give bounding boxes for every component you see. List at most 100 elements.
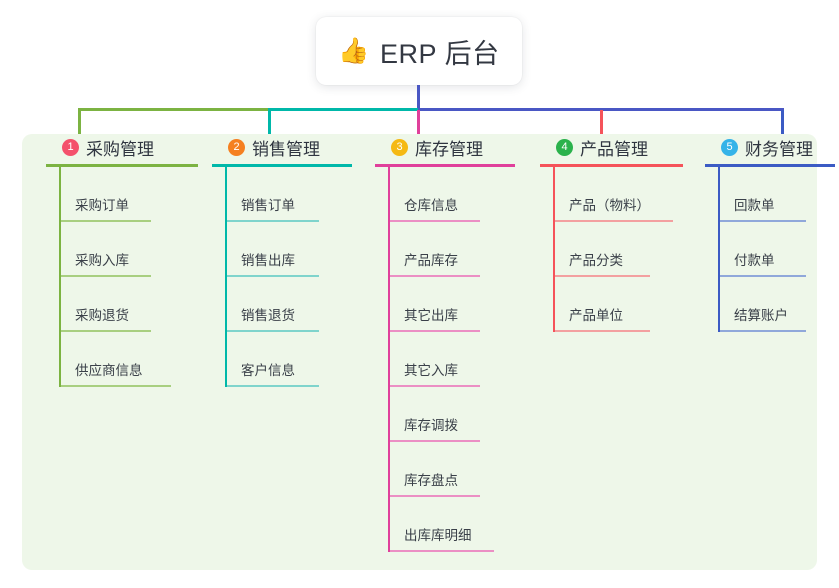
branch-财务管理[interactable]: 5 财务管理回款单付款单结算账户	[705, 134, 835, 332]
branch-item-label: 产品单位	[569, 308, 623, 323]
drop-connector-4	[600, 110, 603, 137]
branch-item[interactable]: 仓库信息	[390, 167, 515, 222]
branch-item[interactable]: 采购订单	[61, 167, 198, 222]
bus-segment-2	[268, 108, 418, 111]
branch-item-underline	[720, 275, 806, 277]
branch-items: 采购订单采购入库采购退货供应商信息	[59, 167, 198, 387]
branch-item-label: 其它入库	[404, 363, 458, 378]
branch-item[interactable]: 库存调拨	[390, 387, 515, 442]
branch-item-label: 采购退货	[75, 308, 129, 323]
drop-connector-1	[78, 110, 81, 137]
branch-item-underline	[390, 550, 494, 552]
branch-item[interactable]: 采购入库	[61, 222, 198, 277]
branch-产品管理[interactable]: 4 产品管理产品（物料） 产品分类产品单位	[540, 134, 683, 332]
branch-item-label: 销售出库	[241, 253, 295, 268]
branch-title: 财务管理	[745, 139, 813, 159]
branch-item-label: 客户信息	[241, 363, 295, 378]
branch-item-label: 结算账户	[734, 308, 788, 323]
branch-item[interactable]: 回款单	[720, 167, 835, 222]
branch-title: 库存管理	[415, 139, 483, 159]
branch-item-label: 库存盘点	[404, 473, 458, 488]
branch-item[interactable]: 采购退货	[61, 277, 198, 332]
branch-item-label: 采购订单	[75, 198, 129, 213]
branch-items: 销售订单销售出库销售退货客户信息	[225, 167, 352, 387]
branch-item-underline	[227, 330, 319, 332]
branch-item[interactable]: 产品单位	[555, 277, 683, 332]
branch-item-underline	[390, 275, 480, 277]
branch-item-underline	[390, 495, 480, 497]
branch-item-label: 产品库存	[404, 253, 458, 268]
branch-item-underline	[61, 330, 151, 332]
branch-item-underline	[61, 385, 171, 387]
branch-item-underline	[390, 220, 480, 222]
branch-item-label: 销售退货	[241, 308, 295, 323]
bus-segment-3	[418, 108, 784, 111]
branch-item-underline	[720, 220, 806, 222]
branch-header[interactable]: 4 产品管理	[540, 134, 683, 160]
branch-item[interactable]: 结算账户	[720, 277, 835, 332]
branch-item[interactable]: 客户信息	[227, 332, 352, 387]
branch-items: 仓库信息产品库存其它出库其它入库库存调拨库存盘点出库库明细	[388, 167, 515, 552]
branch-item[interactable]: 产品（物料）	[555, 167, 683, 222]
branch-underline-bar	[375, 164, 515, 167]
branch-item[interactable]: 销售退货	[227, 277, 352, 332]
branch-item[interactable]: 供应商信息	[61, 332, 198, 387]
branch-item-label: 采购入库	[75, 253, 129, 268]
branch-items: 产品（物料） 产品分类产品单位	[553, 167, 683, 332]
branch-underline-bar	[540, 164, 683, 167]
branch-item[interactable]: 库存盘点	[390, 442, 515, 497]
branch-header[interactable]: 3 库存管理	[375, 134, 515, 160]
root-stem-connector	[417, 85, 420, 110]
branch-item-label: 销售订单	[241, 198, 295, 213]
branch-item-underline	[61, 220, 151, 222]
branch-item[interactable]: 其它入库	[390, 332, 515, 387]
branch-item-label: 产品（物料）	[569, 198, 650, 213]
branch-item-label: 库存调拨	[404, 418, 458, 433]
drop-connector-3	[417, 110, 420, 137]
root-node-label: 👍 ERP 后台	[338, 32, 499, 71]
branch-item-underline	[390, 440, 480, 442]
branch-item-label: 付款单	[734, 253, 775, 268]
branch-header[interactable]: 5 财务管理	[705, 134, 835, 160]
branch-title: 销售管理	[252, 139, 320, 159]
branch-item-underline	[61, 275, 151, 277]
branch-item[interactable]: 销售出库	[227, 222, 352, 277]
branch-库存管理[interactable]: 3 库存管理仓库信息产品库存其它出库其它入库库存调拨库存盘点出库库明细	[375, 134, 515, 552]
branch-item-underline	[390, 330, 480, 332]
branch-number-badge: 4	[556, 138, 573, 156]
branch-item-underline	[720, 330, 806, 332]
branch-item[interactable]: 销售订单	[227, 167, 352, 222]
branch-title: 产品管理	[580, 139, 648, 159]
branch-item[interactable]: 出库库明细	[390, 497, 515, 552]
drop-connector-2	[268, 110, 271, 137]
branch-item-label: 回款单	[734, 198, 775, 213]
branch-underline-bar	[46, 164, 198, 167]
branch-item[interactable]: 付款单	[720, 222, 835, 277]
branch-underline-bar	[212, 164, 352, 167]
branch-number-badge: 1	[62, 138, 79, 156]
drop-connector-5	[781, 110, 784, 137]
branch-number-badge: 5	[721, 138, 738, 156]
branch-item-label: 其它出库	[404, 308, 458, 323]
branch-item-underline	[555, 275, 650, 277]
branch-item-underline	[555, 330, 650, 332]
root-node[interactable]: 👍 ERP 后台	[316, 17, 522, 85]
branch-item-underline	[227, 385, 319, 387]
branch-item-label: 产品分类	[569, 253, 623, 268]
thumbs-up-icon: 👍	[338, 36, 371, 65]
branch-item-label: 仓库信息	[404, 198, 458, 213]
branch-item[interactable]: 产品库存	[390, 222, 515, 277]
branch-underline-bar	[705, 164, 835, 167]
branch-item[interactable]: 其它出库	[390, 277, 515, 332]
branch-item-underline	[555, 220, 673, 222]
branch-item[interactable]: 产品分类	[555, 222, 683, 277]
branch-items: 回款单付款单结算账户	[718, 167, 835, 332]
branch-item-label: 供应商信息	[75, 363, 143, 378]
branch-number-badge: 3	[391, 138, 408, 156]
bus-segment-1	[78, 108, 268, 111]
